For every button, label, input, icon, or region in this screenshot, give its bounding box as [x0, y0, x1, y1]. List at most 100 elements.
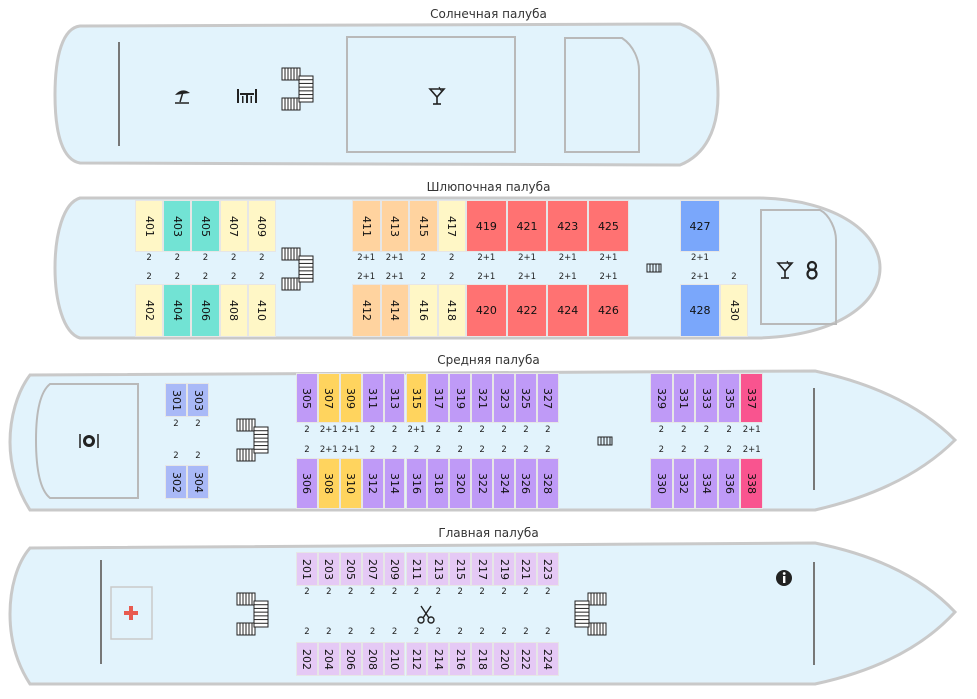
- cabin-415[interactable]: 415: [409, 200, 438, 252]
- cabin-322[interactable]: 322: [471, 458, 494, 509]
- cabin-capacity: 2: [413, 587, 420, 597]
- cabin-325[interactable]: 325: [515, 373, 537, 423]
- cabin-213[interactable]: 213: [427, 552, 450, 586]
- cabin-number: 313: [388, 387, 402, 409]
- cabin-314[interactable]: 314: [383, 458, 406, 509]
- cabin-331[interactable]: 331: [672, 373, 696, 423]
- cabin-212[interactable]: 212: [405, 642, 428, 676]
- cabin-216[interactable]: 216: [449, 642, 472, 676]
- cabin-411[interactable]: 411: [352, 200, 381, 252]
- cabin-312[interactable]: 312: [361, 458, 384, 509]
- cabin-418[interactable]: 418: [437, 284, 466, 337]
- cabin-210[interactable]: 210: [383, 642, 406, 676]
- cabin-313[interactable]: 313: [383, 373, 406, 423]
- cabin-430[interactable]: 430: [720, 284, 748, 337]
- cabin-336[interactable]: 336: [717, 458, 741, 509]
- cabin-219[interactable]: 219: [493, 552, 515, 586]
- cabin-215[interactable]: 215: [449, 552, 472, 586]
- cabin-412[interactable]: 412: [352, 284, 381, 337]
- cabin-417[interactable]: 417: [437, 200, 466, 252]
- cabin-409[interactable]: 409: [247, 200, 276, 252]
- cabin-318[interactable]: 318: [427, 458, 450, 509]
- cabin-207[interactable]: 207: [361, 552, 384, 586]
- cabin-326[interactable]: 326: [515, 458, 537, 509]
- cabin-332[interactable]: 332: [672, 458, 696, 509]
- cabin-419[interactable]: 419: [466, 200, 507, 252]
- cabin-304[interactable]: 304: [187, 465, 209, 499]
- cabin-201[interactable]: 201: [296, 552, 318, 586]
- cabin-414[interactable]: 414: [380, 284, 409, 337]
- cabin-303[interactable]: 303: [187, 383, 209, 417]
- cabin-327[interactable]: 327: [536, 373, 559, 423]
- cabin-214[interactable]: 214: [427, 642, 450, 676]
- cabin-402[interactable]: 402: [135, 284, 164, 337]
- cabin-307[interactable]: 307: [317, 373, 340, 423]
- cabin-416[interactable]: 416: [409, 284, 438, 337]
- cabin-capacity: 2: [523, 587, 529, 597]
- cabin-413[interactable]: 413: [380, 200, 409, 252]
- cabin-423[interactable]: 423: [547, 200, 589, 252]
- cabin-420[interactable]: 420: [466, 284, 507, 337]
- cabin-320[interactable]: 320: [449, 458, 472, 509]
- cabin-410[interactable]: 410: [247, 284, 276, 337]
- cabin-capacity: 2+1: [477, 253, 496, 263]
- cabin-421[interactable]: 421: [506, 200, 548, 252]
- cabin-333[interactable]: 333: [695, 373, 718, 423]
- cabin-317[interactable]: 317: [427, 373, 450, 423]
- cabin-206[interactable]: 206: [339, 642, 362, 676]
- cabin-406[interactable]: 406: [191, 284, 220, 337]
- cabin-328[interactable]: 328: [536, 458, 559, 509]
- cabin-404[interactable]: 404: [163, 284, 192, 337]
- cabin-405[interactable]: 405: [191, 200, 220, 252]
- cabin-408[interactable]: 408: [219, 284, 248, 337]
- cabin-338[interactable]: 338: [740, 458, 763, 509]
- cabin-403[interactable]: 403: [163, 200, 192, 252]
- staircase-icon: [281, 67, 314, 111]
- cabin-224[interactable]: 224: [536, 642, 559, 676]
- cabin-203[interactable]: 203: [317, 552, 340, 586]
- cabin-number: 421: [516, 219, 538, 233]
- cabin-329[interactable]: 329: [650, 373, 673, 423]
- cabin-208[interactable]: 208: [361, 642, 384, 676]
- cabin-422[interactable]: 422: [506, 284, 548, 337]
- cabin-capacity: 2: [435, 425, 442, 435]
- cabin-334[interactable]: 334: [695, 458, 718, 509]
- cabin-407[interactable]: 407: [219, 200, 248, 252]
- cabin-427[interactable]: 427: [680, 200, 720, 252]
- cabin-319[interactable]: 319: [449, 373, 472, 423]
- cabin-number: 220: [497, 648, 511, 670]
- cabin-305[interactable]: 305: [296, 373, 318, 423]
- cabin-209[interactable]: 209: [383, 552, 406, 586]
- cabin-426[interactable]: 426: [588, 284, 629, 337]
- cabin-221[interactable]: 221: [515, 552, 537, 586]
- cabin-324[interactable]: 324: [493, 458, 515, 509]
- cabin-310[interactable]: 310: [339, 458, 362, 509]
- cabin-401[interactable]: 401: [135, 200, 164, 252]
- cabin-330[interactable]: 330: [650, 458, 673, 509]
- cabin-211[interactable]: 211: [405, 552, 428, 586]
- cabin-335[interactable]: 335: [717, 373, 741, 423]
- cabin-425[interactable]: 425: [588, 200, 629, 252]
- cabin-306[interactable]: 306: [296, 458, 318, 509]
- cabin-220[interactable]: 220: [493, 642, 515, 676]
- cabin-428[interactable]: 428: [680, 284, 720, 337]
- cabin-222[interactable]: 222: [515, 642, 537, 676]
- cabin-205[interactable]: 205: [339, 552, 362, 586]
- cabin-311[interactable]: 311: [361, 373, 384, 423]
- cabin-223[interactable]: 223: [536, 552, 559, 586]
- cabin-301[interactable]: 301: [165, 383, 187, 417]
- cabin-202[interactable]: 202: [296, 642, 318, 676]
- cabin-308[interactable]: 308: [317, 458, 340, 509]
- cabin-316[interactable]: 316: [405, 458, 428, 509]
- cabin-218[interactable]: 218: [471, 642, 494, 676]
- cabin-capacity: 2+1: [518, 272, 537, 282]
- cabin-337[interactable]: 337: [740, 373, 763, 423]
- cabin-302[interactable]: 302: [165, 465, 187, 499]
- cabin-315[interactable]: 315: [405, 373, 428, 423]
- cabin-323[interactable]: 323: [493, 373, 515, 423]
- cabin-309[interactable]: 309: [339, 373, 362, 423]
- cabin-204[interactable]: 204: [317, 642, 340, 676]
- cabin-321[interactable]: 321: [471, 373, 494, 423]
- cabin-217[interactable]: 217: [471, 552, 494, 586]
- cabin-424[interactable]: 424: [547, 284, 589, 337]
